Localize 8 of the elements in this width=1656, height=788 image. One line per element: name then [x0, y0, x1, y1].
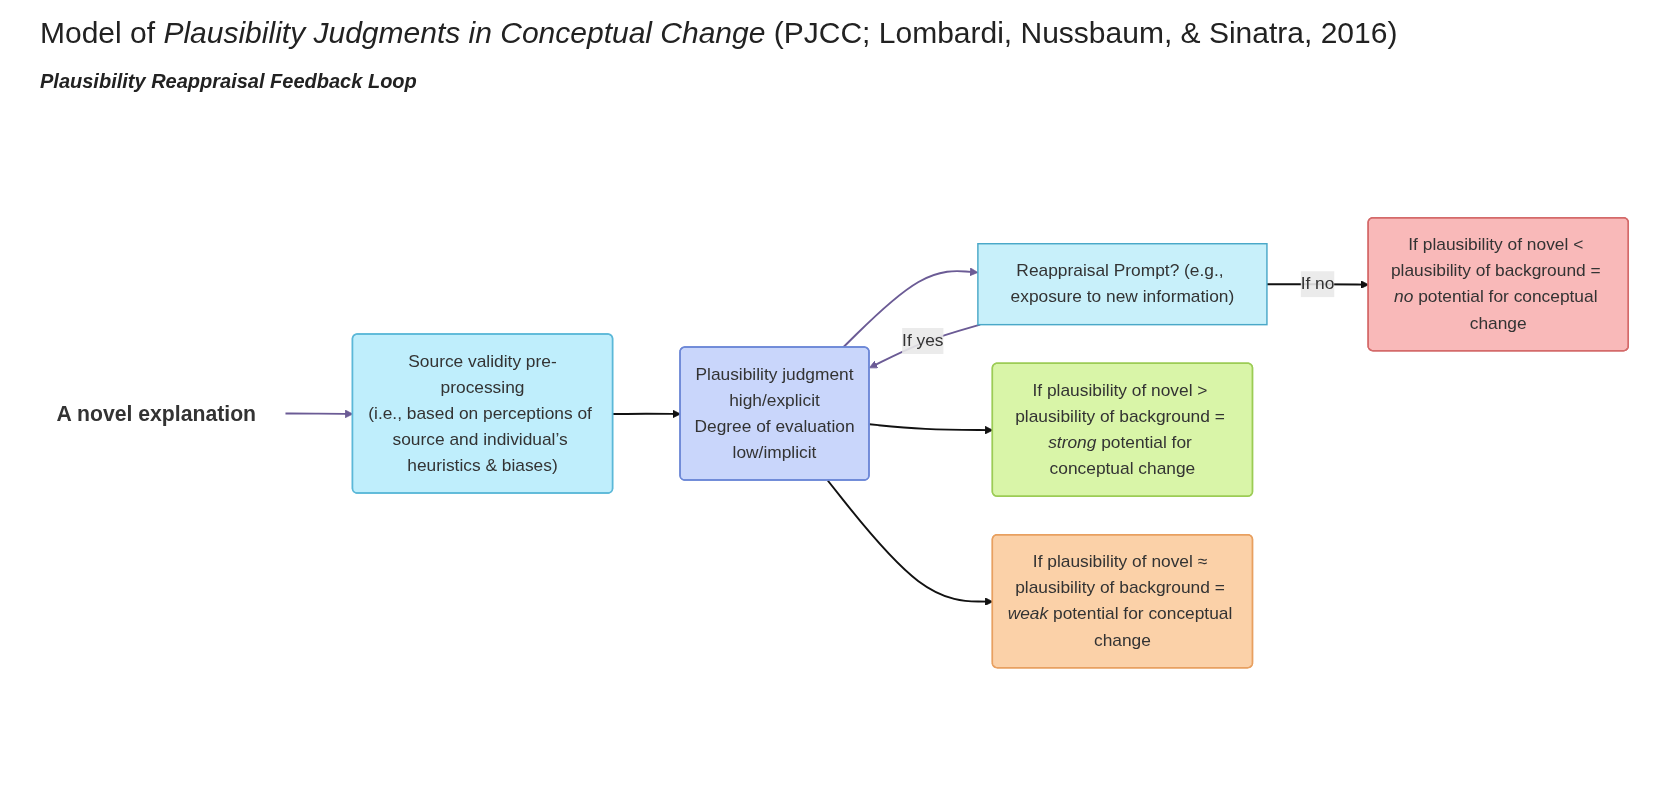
- arrow: [612, 409, 681, 418]
- diagram-title: Model of Plausibility Judgments in Conceptual Change (PJCC; Lombardi, Nussbaum, & Sinatra, 2016): [40, 16, 1398, 50]
- node-box: Reappraisal Prompt? (e.g., exposure to new information): [977, 242, 1268, 326]
- loop-label: Plausibility Reappraisal Feedback Loop: [40, 70, 417, 93]
- node-text: A novel explanation: [56, 401, 257, 426]
- edge-label: If no: [1300, 273, 1335, 294]
- edge-label: If yes: [902, 330, 944, 351]
- arrow: [869, 323, 982, 369]
